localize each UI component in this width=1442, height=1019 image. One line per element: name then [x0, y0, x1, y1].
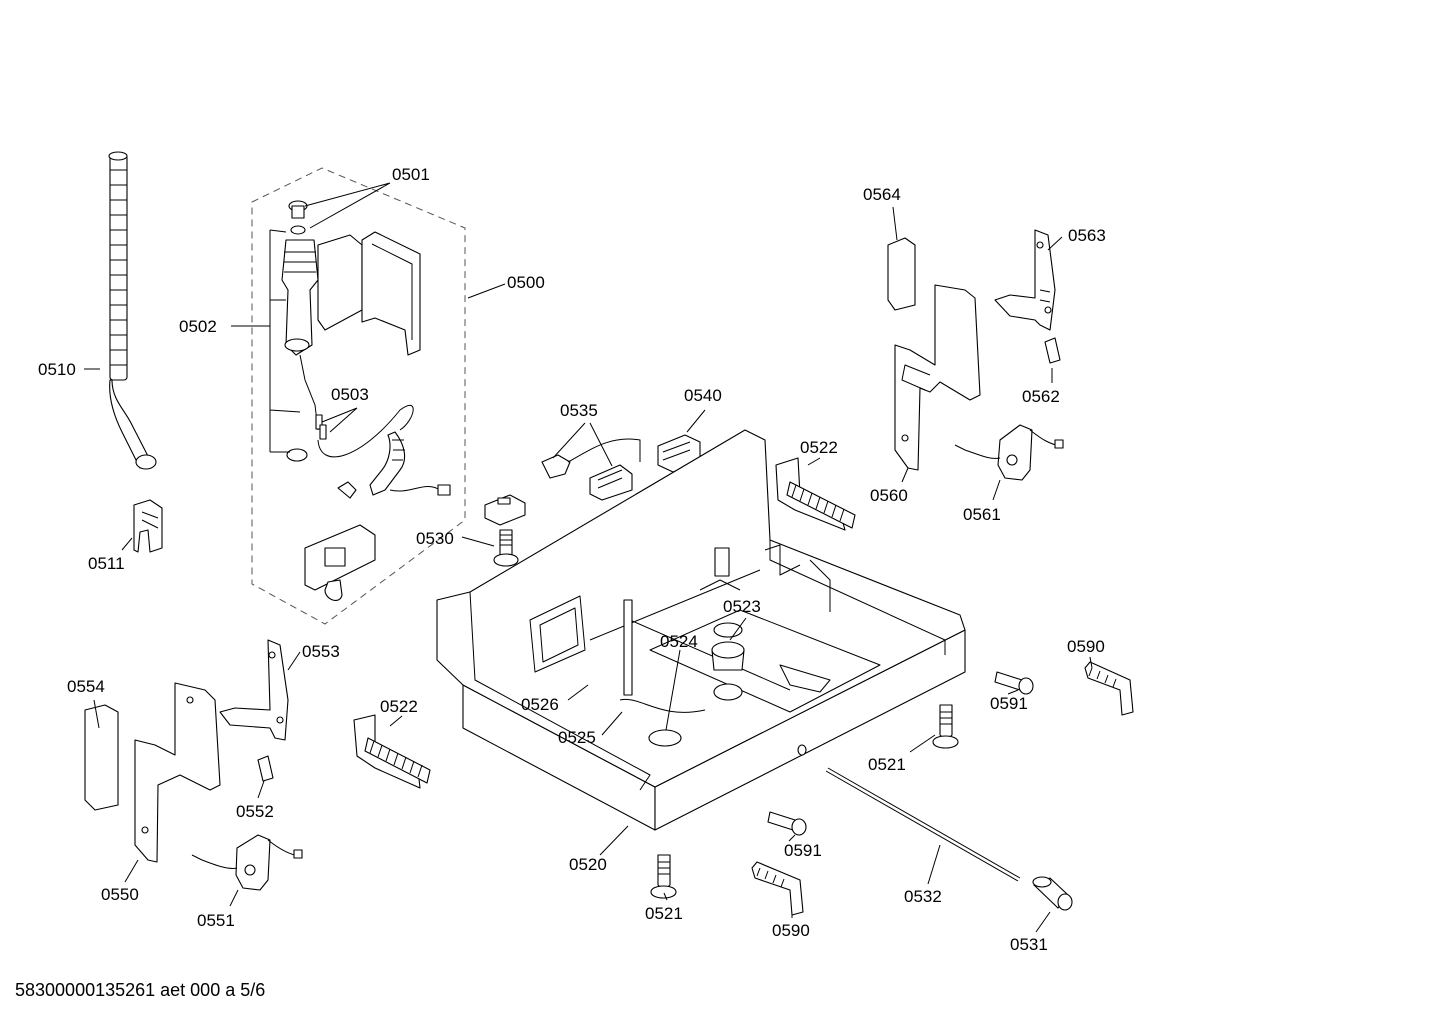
label-0562: 0562: [1022, 387, 1060, 406]
label-0523: 0523: [723, 597, 761, 616]
hinge-0550: [84, 682, 221, 863]
screw-0591-right: [994, 671, 1034, 695]
spring-0522-bottom: [353, 714, 431, 789]
label-0502: 0502: [179, 317, 217, 336]
leader-lines: [84, 182, 1093, 933]
label-0525: 0525: [558, 728, 596, 747]
label-0540: 0540: [684, 386, 722, 405]
label-0550: 0550: [101, 885, 139, 904]
screw-0591-bottom: [767, 811, 807, 836]
label-0590-right: 0590: [1067, 637, 1105, 656]
label-0522-bottom: 0522: [380, 697, 418, 716]
label-0552: 0552: [236, 802, 274, 821]
label-0521-bottom: 0521: [645, 904, 683, 923]
mount-bracket: [304, 524, 376, 601]
rod-0532: [825, 767, 1021, 882]
label-0554: 0554: [67, 677, 105, 696]
label-0510: 0510: [38, 360, 76, 379]
label-0532: 0532: [904, 887, 942, 906]
label-0590-bottom: 0590: [772, 921, 810, 940]
clip-0552: [257, 755, 274, 782]
label-0551: 0551: [197, 911, 235, 930]
part-labels: 0501 0500 0502 0510 0503 0511 0535 0540 …: [38, 165, 1106, 954]
label-0560: 0560: [870, 486, 908, 505]
cable-0535: [541, 438, 641, 501]
label-0535: 0535: [560, 401, 598, 420]
spring-0522-top: [775, 457, 856, 531]
label-0553: 0553: [302, 642, 340, 661]
label-0522-top: 0522: [800, 438, 838, 457]
label-0526: 0526: [521, 695, 559, 714]
label-0511: 0511: [88, 554, 125, 573]
hinge-0560: [887, 237, 981, 471]
base-frame-0520: [436, 429, 966, 831]
hose-0510: [108, 151, 157, 470]
label-0591-right: 0591: [990, 694, 1028, 713]
label-0564: 0564: [863, 185, 901, 204]
label-0503: 0503: [331, 385, 369, 404]
hinge-0553: [219, 639, 289, 741]
label-0563: 0563: [1068, 226, 1106, 245]
label-0591-bottom: 0591: [784, 841, 822, 860]
foot-0521-right: [932, 704, 959, 749]
clip-0562: [1044, 337, 1061, 364]
document-id-footer: 58300000135261 aet 000 a 5/6: [15, 980, 266, 1000]
switch-0530: [484, 494, 526, 567]
cap-0531: [1032, 876, 1073, 911]
assembly-0500-outline: [251, 167, 466, 625]
label-0501: 0501: [392, 165, 430, 184]
label-0531: 0531: [1010, 935, 1048, 954]
label-0530: 0530: [416, 529, 454, 548]
latch-0561: [954, 424, 1064, 481]
label-0500: 0500: [507, 273, 545, 292]
label-0561: 0561: [963, 505, 1001, 524]
label-0521-right: 0521: [868, 755, 906, 774]
label-0524: 0524: [660, 632, 698, 651]
rail-0590-right: [1084, 661, 1134, 716]
foot-0521-bottom: [650, 854, 677, 899]
rail-0590-bottom: [751, 861, 804, 916]
label-0520: 0520: [569, 855, 607, 874]
valve-assembly: [281, 200, 451, 499]
clip-0511: [133, 499, 163, 553]
latch-0551: [191, 834, 303, 891]
hinge-0563: [994, 229, 1056, 331]
